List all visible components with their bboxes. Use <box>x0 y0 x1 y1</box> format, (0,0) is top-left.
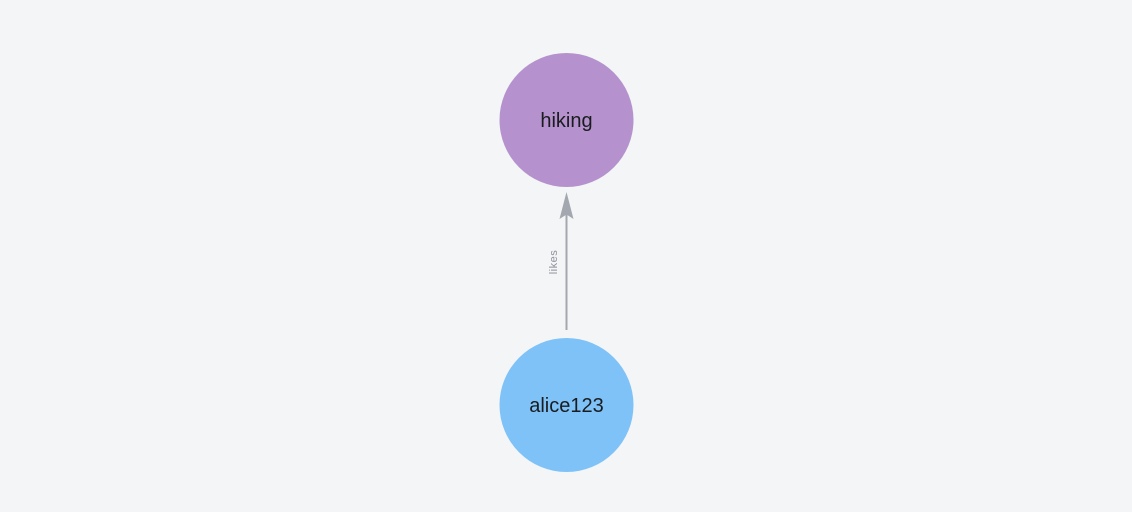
node-label: alice123 <box>529 395 604 417</box>
node-alice123[interactable]: alice123 <box>499 338 634 472</box>
node-circle[interactable] <box>499 53 634 187</box>
node-hiking[interactable]: hiking <box>499 53 634 187</box>
edge-likes[interactable]: likes <box>548 192 574 330</box>
node-label: hiking <box>540 110 592 132</box>
node-circle[interactable] <box>499 338 634 472</box>
edge-arrowhead <box>559 192 574 219</box>
edge-label: likes <box>548 250 560 275</box>
